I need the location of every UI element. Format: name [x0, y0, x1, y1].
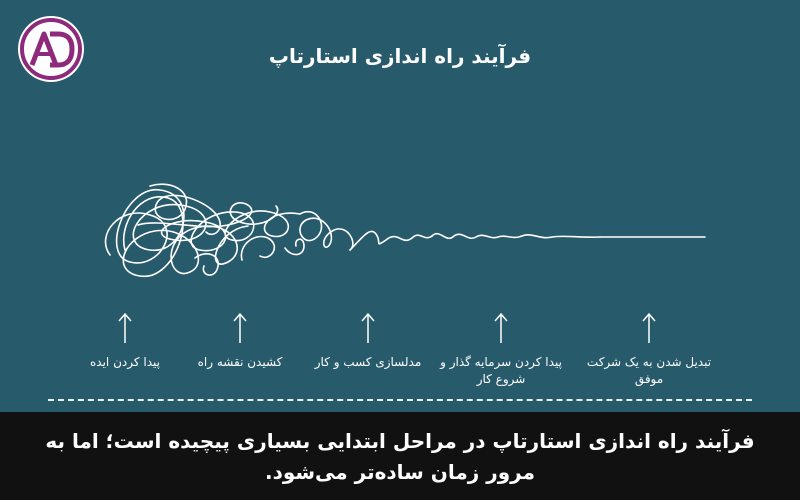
stage-roadmap: کشیدن نقشه راه: [165, 312, 315, 371]
stage-label: کشیدن نقشه راه: [197, 355, 283, 369]
dashed-divider: [48, 399, 752, 401]
stage-business-modeling: مدلسازی کسب و کار: [293, 312, 443, 371]
stage-find-idea: پیدا کردن ایده: [50, 312, 200, 371]
brand-logo: [18, 16, 84, 82]
caption-banner: فرآیند راه اندازی استارتاپ در مراحل ابتد…: [0, 412, 800, 500]
stage-label: پیدا کردن سرمایه گذار و شروع کار: [440, 355, 562, 387]
logo-mark: [20, 18, 82, 80]
up-arrow-icon: [642, 312, 656, 343]
stage-find-investor: پیدا کردن سرمایه گذار و شروع کار: [426, 312, 576, 389]
stage-successful-company: تبدیل شدن به یک شرکت موفق: [574, 312, 724, 389]
caption-text: فرآیند راه اندازی استارتاپ در مراحل ابتد…: [45, 429, 755, 484]
complexity-line: [104, 183, 706, 277]
stage-label: پیدا کردن ایده: [90, 355, 160, 369]
stage-label: مدلسازی کسب و کار: [314, 355, 422, 369]
page-title: فرآیند راه اندازی استارتاپ: [268, 44, 532, 68]
up-arrow-icon: [361, 312, 375, 343]
up-arrow-icon: [494, 312, 508, 343]
up-arrow-icon: [233, 312, 247, 343]
stage-label: تبدیل شدن به یک شرکت موفق: [586, 355, 712, 387]
up-arrow-icon: [118, 312, 132, 343]
